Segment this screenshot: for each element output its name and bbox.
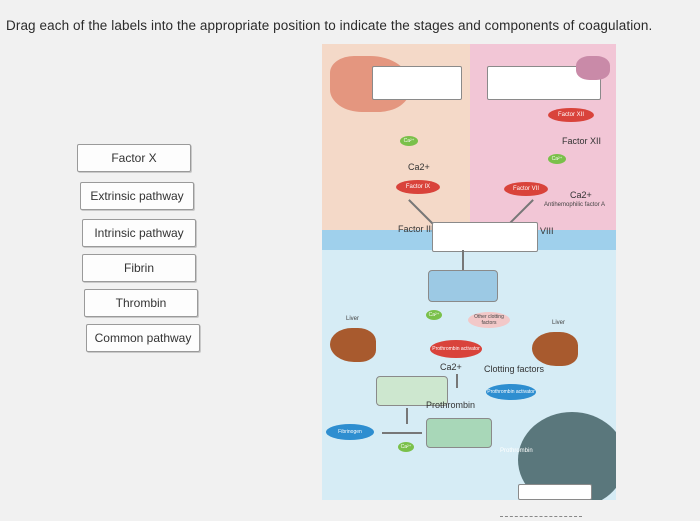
prothrombin-activator-chip-1: Prothrombin activator <box>430 340 482 358</box>
coagulation-diagram: Factor XII Factor XII Ca²⁺ Ca²⁺ Ca2+ Fac… <box>322 44 616 500</box>
antihemophilic-text: Antihemophilic factor A <box>544 202 606 208</box>
ca2-chip-middle: Ca²⁺ <box>426 310 442 320</box>
liver-right-icon <box>532 332 578 366</box>
drop-target-prothrombin[interactable] <box>376 376 448 406</box>
fibrinogen-chip: Fibrinogen <box>326 424 374 440</box>
factor-vii-chip: Factor VII <box>504 182 548 196</box>
bottom-divider <box>500 516 582 517</box>
platelet-cluster-icon <box>576 56 610 80</box>
liver-right-text: Liver <box>552 320 566 326</box>
factor-ix-chip: Factor IX <box>396 180 440 194</box>
label-thrombin[interactable]: Thrombin <box>84 289 198 317</box>
drop-target-common[interactable] <box>428 270 498 302</box>
ca2-text-middle: Ca2+ <box>440 362 462 372</box>
other-clotting-chip: Other clotting factors <box>468 312 510 328</box>
label-extrinsic-pathway[interactable]: Extrinsic pathway <box>80 182 194 210</box>
label-common-pathway[interactable]: Common pathway <box>86 324 200 352</box>
ca2-text-right: Ca2+ <box>570 190 592 200</box>
label-fibrin[interactable]: Fibrin <box>82 254 196 282</box>
liver-left-icon <box>330 328 376 362</box>
drop-target-thrombin[interactable] <box>426 418 492 448</box>
factor-xii-text: Factor XII <box>562 136 602 146</box>
prothrombin-bottom-text: Prothrombin <box>500 448 533 454</box>
prothrombin-activator-chip-2: Prothrombin activator <box>486 384 536 400</box>
ca2-chip-bottom: Ca²⁺ <box>398 442 414 452</box>
instruction-text: Drag each of the labels into the appropr… <box>6 18 653 33</box>
ca2-text-left: Ca2+ <box>408 162 430 172</box>
arrow-down-1 <box>462 250 464 270</box>
arrow-right-1 <box>382 432 422 434</box>
ca2-chip-right: Ca²⁺ <box>548 154 566 164</box>
drop-target-fibrin[interactable] <box>518 484 592 500</box>
drop-target-extrinsic[interactable] <box>372 66 462 100</box>
arrow-down-3 <box>406 408 408 424</box>
arrow-down-2 <box>456 374 458 388</box>
clotting-factors-text: Clotting factors <box>484 364 545 374</box>
factor-iii-text: Factor III <box>398 224 434 234</box>
liver-left-text: Liver <box>346 316 360 322</box>
label-factor-x[interactable]: Factor X <box>77 144 191 172</box>
prothrombin-text: Prothrombin <box>426 400 476 410</box>
drop-target-factor-x[interactable] <box>432 222 538 252</box>
ca2-chip-left: Ca²⁺ <box>400 136 418 146</box>
label-intrinsic-pathway[interactable]: Intrinsic pathway <box>82 219 196 247</box>
factor-xii-chip: Factor XII <box>548 108 594 122</box>
